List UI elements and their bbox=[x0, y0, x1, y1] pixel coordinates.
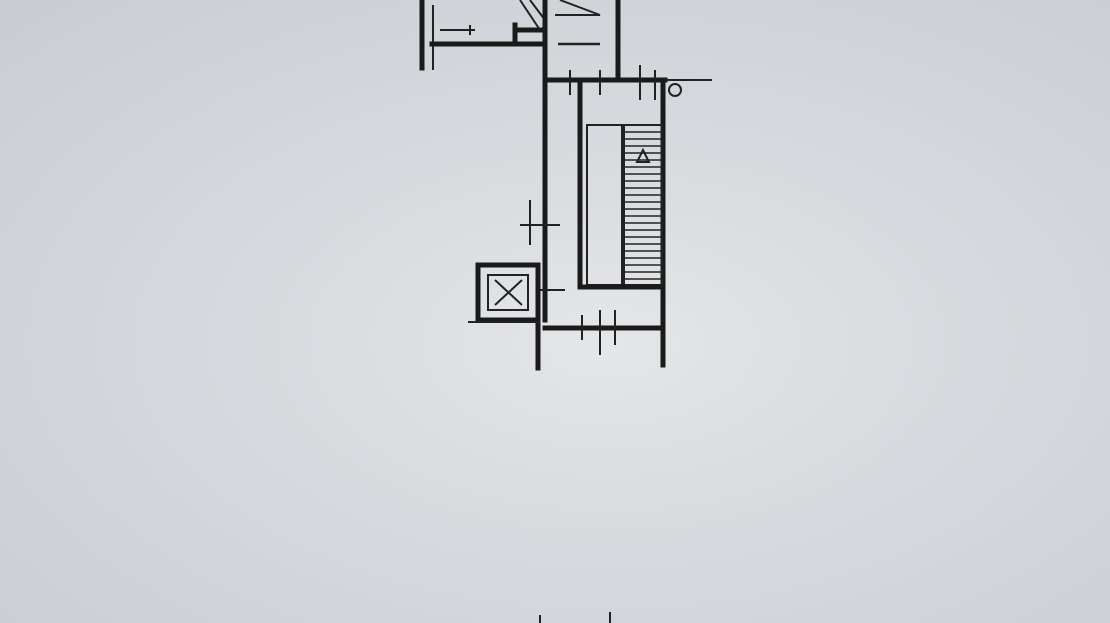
elevator-shaft bbox=[468, 262, 541, 323]
lower-walls bbox=[520, 200, 666, 371]
corridor-walls bbox=[542, 0, 712, 368]
bottom-mark bbox=[539, 612, 611, 623]
stair bbox=[577, 124, 666, 290]
upper-left-room-walls bbox=[419, 0, 548, 71]
